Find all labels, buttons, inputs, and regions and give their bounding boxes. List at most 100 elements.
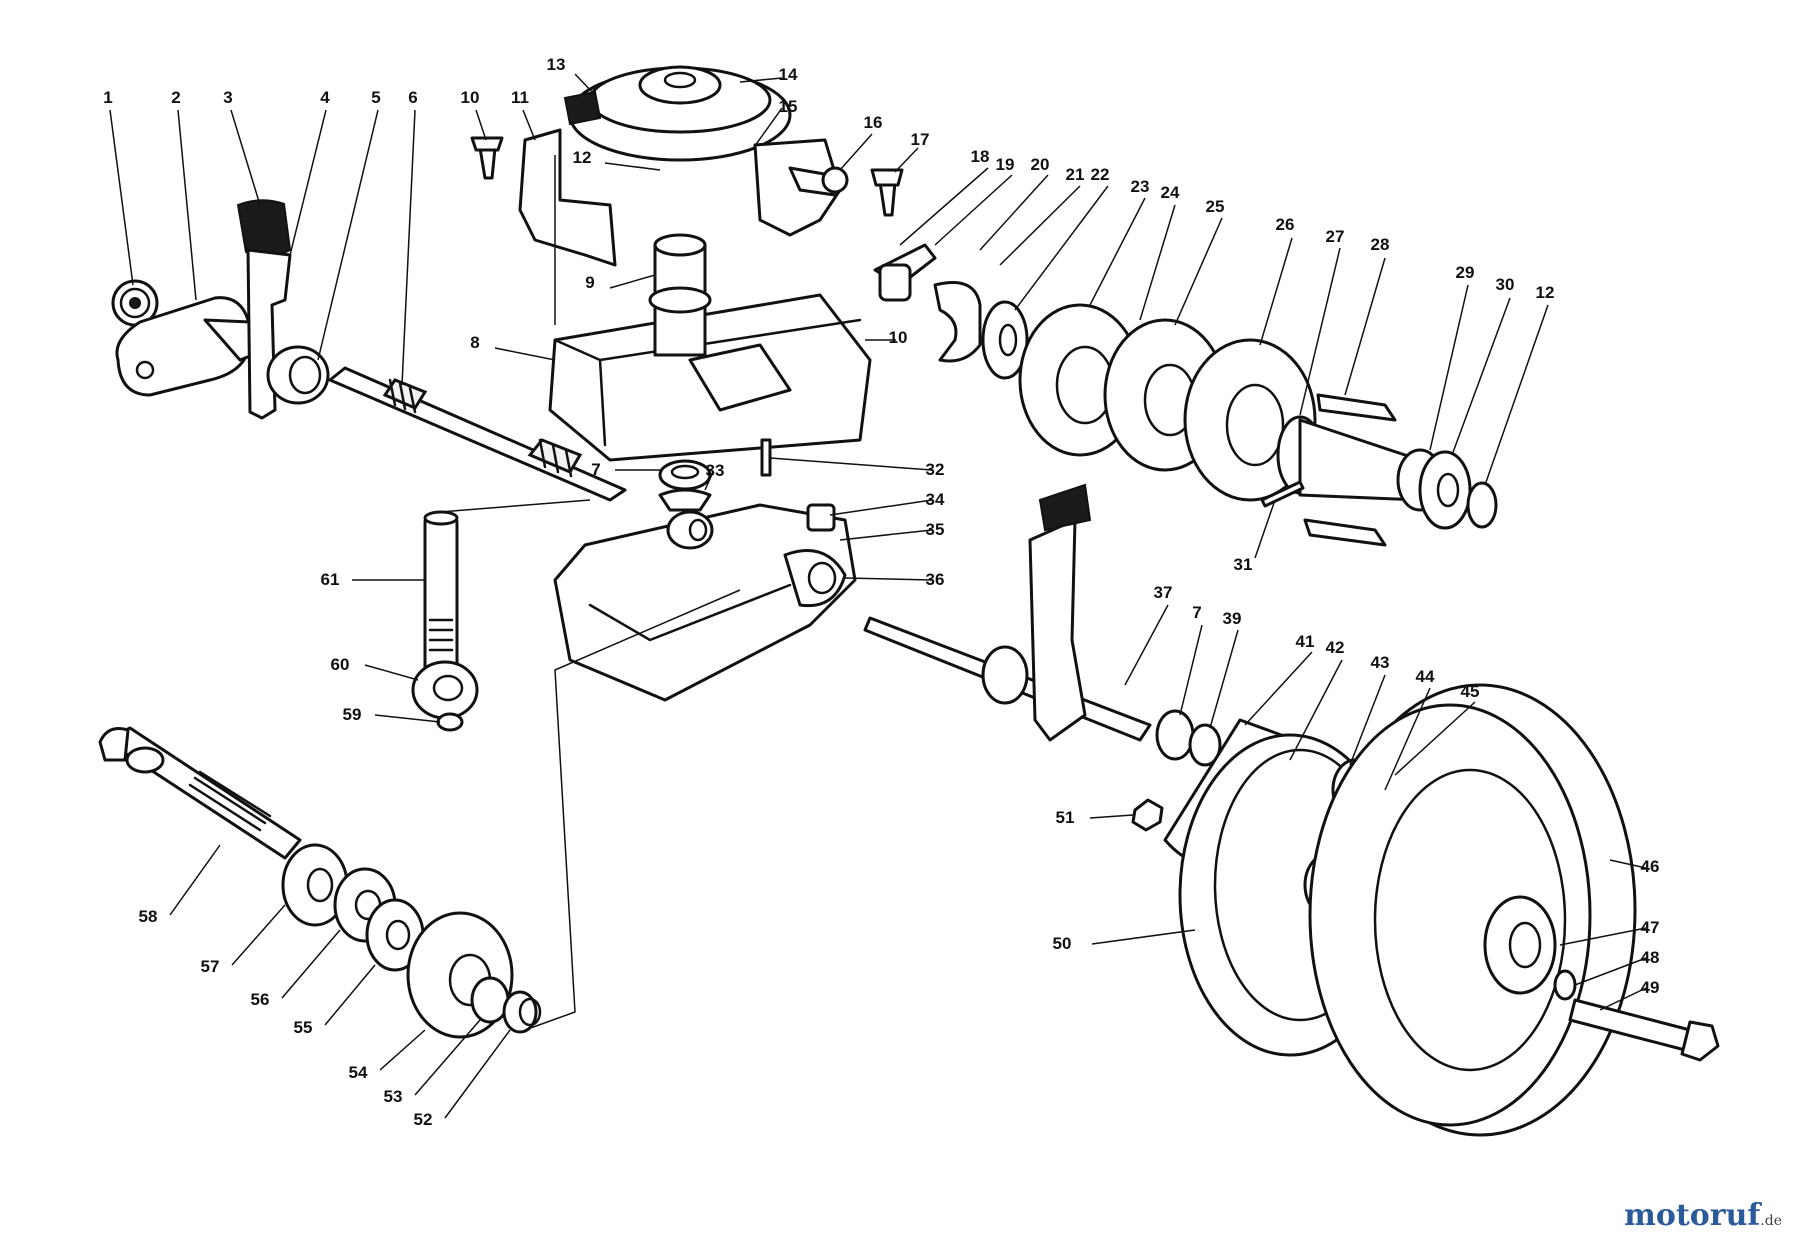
- callout-c12a: 12: [573, 148, 661, 171]
- callout-c1: 1: [103, 88, 134, 286]
- callout-leader-line: [289, 109, 327, 256]
- callout-c60: 60: [331, 655, 419, 681]
- callout-c10a: 10: [461, 88, 487, 141]
- part-gearbox-housing: [548, 293, 872, 462]
- callout-number: 12: [1536, 283, 1555, 302]
- callout-number: 45: [1461, 682, 1480, 701]
- callout-number: 54: [349, 1063, 368, 1082]
- part-lower-housing: [553, 503, 857, 702]
- callout-number: 18: [971, 147, 990, 166]
- callout-number: 23: [1131, 177, 1150, 196]
- part-bolt-10: [470, 136, 504, 180]
- callout-c11: 11: [511, 88, 536, 141]
- callout-number: 2: [171, 88, 180, 107]
- callout-number: 4: [320, 88, 330, 107]
- part-vertical-shaft: [423, 510, 459, 680]
- callout-number: 17: [911, 130, 930, 149]
- callout-number: 36: [926, 570, 945, 589]
- callout-c39: 39: [1209, 609, 1242, 729]
- callout-c19: 19: [934, 155, 1015, 246]
- callout-c47: 47: [1559, 918, 1659, 946]
- callout-number: 42: [1326, 638, 1345, 657]
- callout-c52: 52: [414, 1029, 511, 1129]
- callout-leader-line: [609, 274, 656, 289]
- callout-leader-line: [751, 107, 783, 151]
- callout-c17: 17: [894, 130, 930, 173]
- part-yoke: [666, 510, 714, 550]
- callout-c5: 5: [317, 88, 381, 361]
- callout-leader-line: [1394, 701, 1476, 776]
- callout-number: 5: [371, 88, 380, 107]
- callout-leader-line: [109, 109, 134, 286]
- callout-leader-line: [475, 109, 487, 141]
- callout-number: 46: [1641, 857, 1660, 876]
- callout-number: 35: [926, 520, 945, 539]
- callout-c46: 46: [1609, 857, 1660, 876]
- callout-c10b: 10: [865, 328, 907, 347]
- callout-number: 39: [1223, 609, 1242, 628]
- callout-number: 15: [779, 97, 798, 116]
- callout-leader-line: [281, 929, 341, 999]
- callout-number: 34: [926, 490, 945, 509]
- callout-c45: 45: [1394, 682, 1480, 776]
- callout-number: 52: [414, 1110, 433, 1129]
- part-clutch-hub: [1276, 415, 1444, 512]
- callout-c43: 43: [1349, 653, 1389, 766]
- part-spring-clip: [933, 281, 982, 363]
- callout-number: 55: [294, 1018, 313, 1037]
- callout-number: 61: [321, 570, 340, 589]
- callout-leader-line: [374, 714, 441, 723]
- site-watermark: motoruf.de: [1624, 1198, 1782, 1233]
- callout-number: 29: [1456, 263, 1475, 282]
- callout-leader-line: [1574, 957, 1647, 986]
- callout-c56: 56: [251, 929, 341, 1009]
- callout-leader-line: [177, 109, 197, 301]
- callout-c9: 9: [585, 273, 656, 292]
- callout-c29: 29: [1429, 263, 1475, 451]
- part-mount-bracket: [518, 128, 617, 267]
- callout-number: 58: [139, 907, 158, 926]
- callout-leader-line: [317, 109, 379, 361]
- part-pulley: [563, 65, 792, 162]
- callout-number: 6: [408, 88, 417, 107]
- assembly-line-gearset: [524, 589, 741, 1031]
- callout-number: 19: [996, 155, 1015, 174]
- callout-leader-line: [364, 664, 419, 681]
- callout-leader-line: [494, 347, 556, 361]
- callout-c59: 59: [343, 705, 441, 724]
- part-pin-31: [1260, 480, 1305, 508]
- callout-c13: 13: [547, 55, 596, 96]
- callout-c14: 14: [739, 65, 798, 84]
- part-seal-7: [658, 459, 712, 491]
- callout-number: 51: [1056, 808, 1075, 827]
- callout-number: 26: [1276, 215, 1295, 234]
- callout-c23: 23: [1089, 177, 1150, 306]
- part-wheel-washer: [1553, 969, 1577, 1001]
- callout-c2: 2: [171, 88, 197, 301]
- part-axle: [863, 616, 1152, 742]
- callout-leader-line: [1384, 687, 1431, 791]
- callout-number: 37: [1154, 583, 1173, 602]
- part-spring-28a: [1316, 393, 1397, 422]
- callout-c7b: 7: [1179, 603, 1203, 716]
- callout-leader-line: [1174, 217, 1223, 326]
- callout-leader-line: [414, 1019, 481, 1096]
- callout-leader-line: [1349, 674, 1386, 766]
- callout-leader-line: [1139, 204, 1176, 321]
- callout-c18: 18: [899, 147, 990, 246]
- callout-c22: 22: [1014, 165, 1109, 311]
- callout-c25: 25: [1174, 197, 1224, 326]
- callout-number: 49: [1641, 978, 1660, 997]
- part-washer-53: [470, 976, 510, 1024]
- callout-leader-line: [1559, 927, 1647, 946]
- part-wheel: [1308, 683, 1637, 1137]
- callout-leader-line: [1609, 859, 1647, 869]
- callout-number: 44: [1416, 667, 1435, 686]
- callout-c15: 15: [751, 97, 798, 151]
- callout-c37: 37: [1124, 583, 1173, 686]
- part-bolt-16: [788, 166, 849, 197]
- callout-leader-line: [1344, 257, 1386, 396]
- callout-c36: 36: [844, 570, 945, 589]
- callout-c26: 26: [1259, 215, 1295, 346]
